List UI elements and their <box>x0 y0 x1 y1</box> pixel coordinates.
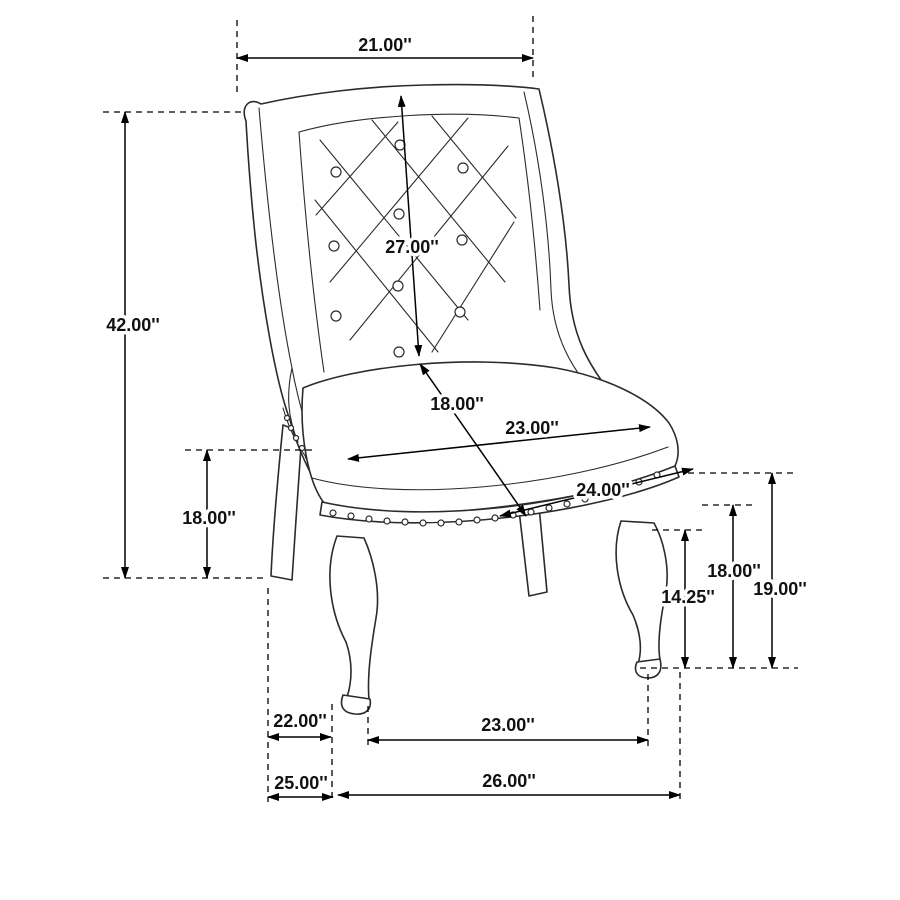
front-left-leg <box>329 535 379 701</box>
dim-label-top-width: 21.00'' <box>358 35 412 55</box>
tufting-lattice <box>314 115 517 353</box>
dim-top-width: 21.00'' <box>236 16 534 97</box>
dim-label-seat-height: 18.00'' <box>182 508 236 528</box>
dim-label-leg-height: 14.25'' <box>661 587 715 607</box>
front-left-foot <box>340 694 372 715</box>
dim-seat-height: 18.00'' <box>179 449 312 579</box>
dim-overall-height: 42.00'' <box>103 111 268 579</box>
dim-label-seat-width: 23.00'' <box>505 418 559 438</box>
inner-panel-right-seam <box>518 117 541 311</box>
dim-label-floor-to-seat-front: 19.00'' <box>753 579 807 599</box>
dim-back-height: 27.00'' <box>382 95 442 357</box>
dim-label-seat-depth: 18.00'' <box>430 394 484 414</box>
dim-label-front-leg-offset: 22.00'' <box>273 711 327 731</box>
back-left-leg <box>270 424 303 581</box>
dim-right-stack: 14.25'' 18.00'' 19.00'' <box>640 472 810 669</box>
dim-bottom-cluster: 22.00'' 23.00'' 25.00'' 26.00'' <box>267 588 681 802</box>
dim-label-front-leg-span: 23.00'' <box>481 715 535 735</box>
dim-label-front-edge-width: 24.00'' <box>576 480 630 500</box>
dim-label-floor-to-rail: 18.00'' <box>707 561 761 581</box>
dim-seat-width: 23.00'' <box>347 415 651 462</box>
back-right-leg <box>518 505 548 597</box>
front-right-leg <box>615 520 668 665</box>
dim-label-back-height: 27.00'' <box>385 237 439 257</box>
dim-label-overall-depth: 25.00'' <box>274 773 328 793</box>
inner-panel-left-seam <box>298 131 325 373</box>
dim-label-base-width: 26.00'' <box>482 771 536 791</box>
dim-label-overall-height: 42.00'' <box>106 315 160 335</box>
dim-front-edge-width: 24.00'' <box>499 467 694 518</box>
